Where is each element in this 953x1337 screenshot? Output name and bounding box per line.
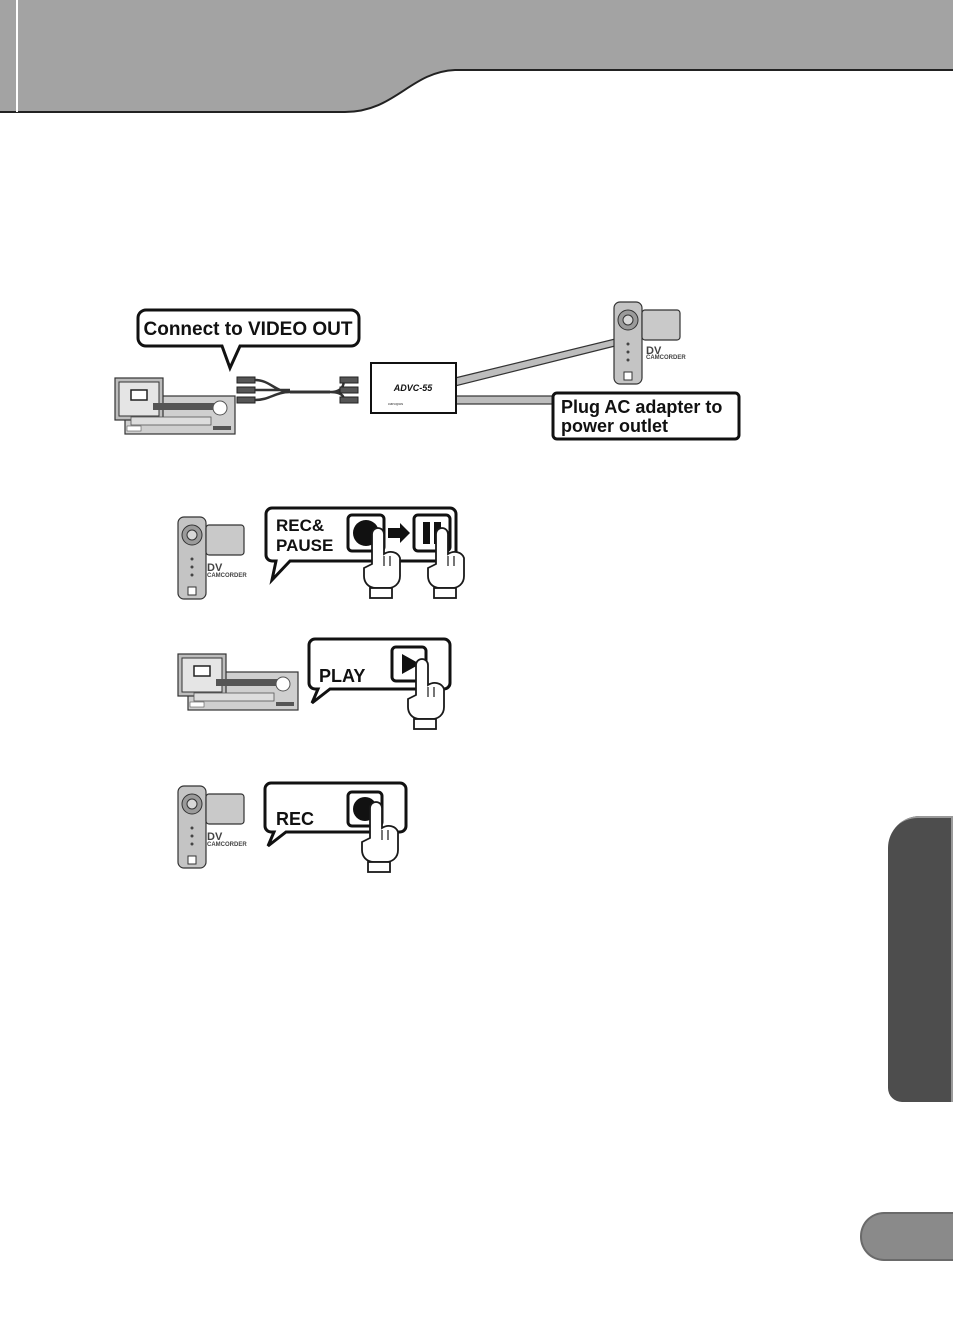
converter-box: ADVC-55 canopus — [370, 362, 457, 414]
rca-plugs-right-icon — [329, 376, 359, 404]
step2-vcr-icon — [177, 653, 299, 711]
arrow-right-icon — [388, 523, 410, 543]
step3-camcorder-icon — [177, 785, 245, 869]
rec-pause-label-line2: PAUSE — [276, 536, 333, 555]
play-callout: PLAY — [307, 637, 452, 705]
power-cable — [454, 395, 556, 405]
step1-camcorder-icon — [177, 516, 245, 600]
step1-device-sublabel: CAMCORDER — [207, 573, 247, 579]
firewire-cable — [454, 338, 616, 387]
page-number-tab — [860, 1212, 953, 1261]
power-callout: Plug AC adapter to power outlet — [551, 391, 741, 441]
camcorder-sublabel: CAMCORDER — [646, 355, 686, 361]
step1-device-label: DV — [207, 562, 223, 574]
connect-callout: Connect to VIDEO OUT — [136, 308, 361, 372]
power-callout-line2: power outlet — [561, 416, 668, 436]
step3-device-sublabel: CAMCORDER — [207, 842, 247, 848]
rca-plugs-left-icon — [236, 376, 291, 404]
converter-model: ADVC-55 — [393, 383, 434, 393]
chapter-side-tab — [888, 816, 953, 1102]
power-callout-line1: Plug AC adapter to — [561, 397, 722, 417]
camcorder-icon — [613, 301, 681, 385]
converter-brand: canopus — [388, 401, 403, 406]
page-header-band — [0, 0, 953, 113]
camcorder-label: DV — [646, 345, 662, 357]
vcr-icon — [114, 377, 236, 435]
rec-pause-label-line1: REC& — [276, 516, 324, 535]
rec-label: REC — [276, 809, 314, 829]
connect-callout-text: Connect to VIDEO OUT — [144, 319, 353, 340]
step3-device-label: DV — [207, 831, 223, 843]
play-label: PLAY — [319, 666, 365, 686]
